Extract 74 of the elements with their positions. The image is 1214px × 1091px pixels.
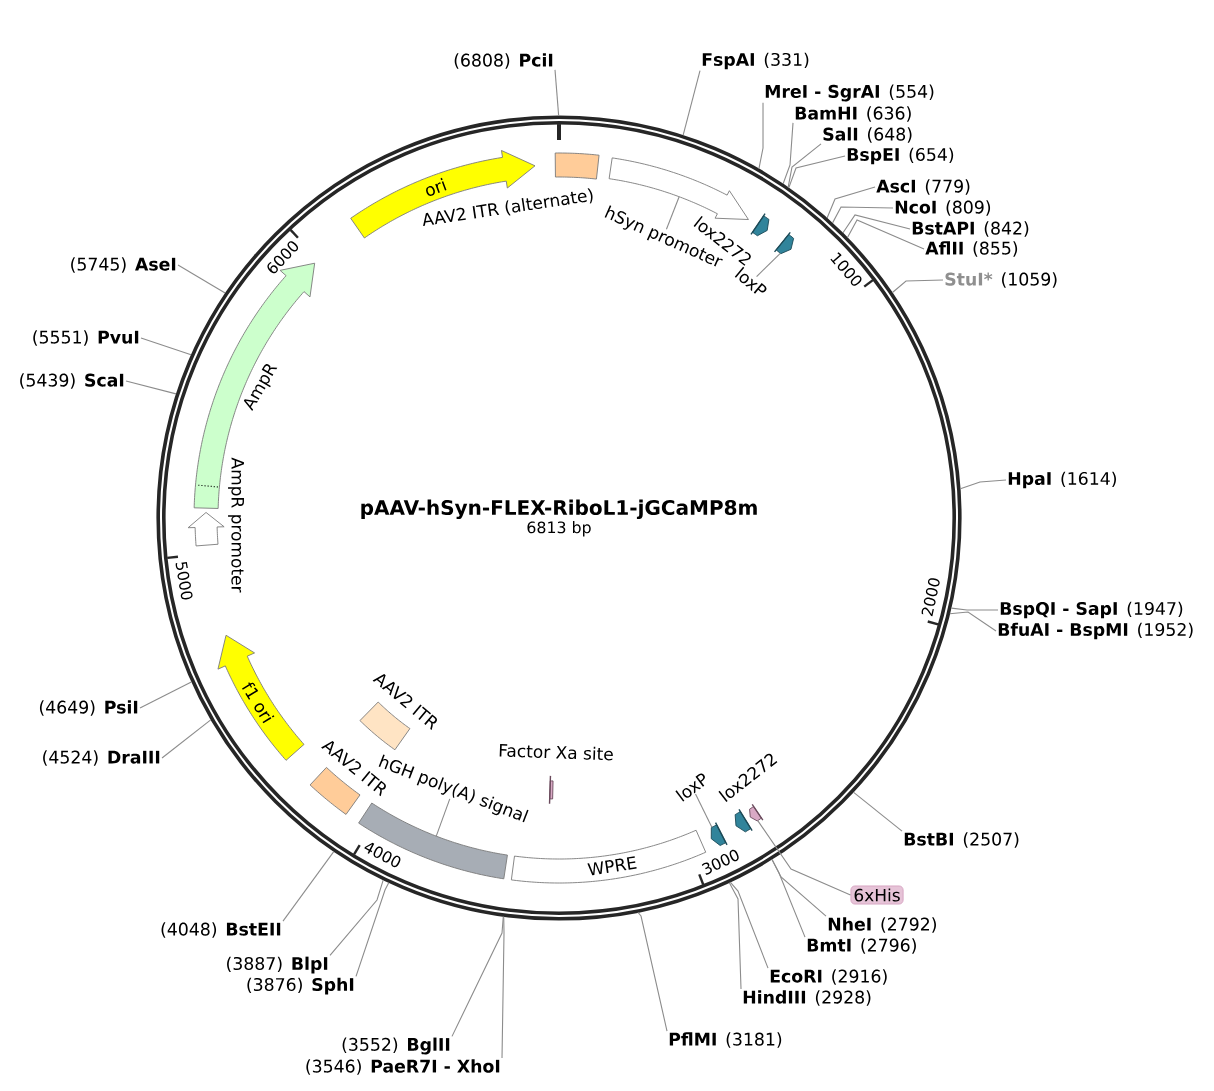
site-label: (4649) PsiI — [39, 700, 138, 716]
leader-line — [788, 155, 846, 189]
site-label: BstBI (2507) — [904, 832, 1019, 848]
leader-line — [139, 681, 192, 709]
site-label: BspEI (654) — [847, 147, 954, 165]
feature-tag: 6xHis — [850, 885, 904, 905]
leader-line — [451, 916, 504, 1037]
tick-label: 2000 — [921, 578, 940, 617]
site-label: NcoI (809) — [895, 200, 991, 216]
site-label: NheI (2792) — [828, 917, 936, 933]
site-label: PflMI (3181) — [669, 1032, 782, 1048]
site-label: FspAI (331) — [702, 52, 809, 70]
site-label: BfuAI - BspMI (1952) — [998, 622, 1193, 640]
site-label: (3887) BlpI — [227, 956, 328, 974]
leader-line — [787, 143, 822, 188]
tick-label: 4000 — [364, 842, 401, 868]
site-label: (4048) BstEII — [161, 922, 281, 938]
site-label: BstAPI (842) — [912, 221, 1029, 237]
site-label: EcoRI (2916) — [770, 969, 887, 985]
site-label: (3546) PaeR7I - XhoI — [306, 1059, 500, 1075]
leader-line — [355, 882, 390, 977]
site-label: BamHI (636) — [795, 106, 911, 122]
feature-segment — [773, 231, 795, 255]
leader-line — [282, 851, 335, 922]
feature-segment — [749, 803, 764, 822]
site-label: SalI (648) — [823, 127, 912, 143]
leader-line — [959, 479, 1007, 490]
leader-line — [950, 607, 999, 611]
site-label: (6808) PciI — [454, 53, 553, 69]
leader-line — [853, 791, 903, 832]
leader-line — [161, 719, 212, 759]
site-label: AflII (855) — [925, 241, 1018, 257]
site-label: BmtI (2796) — [807, 938, 916, 954]
leader-line — [771, 859, 806, 938]
site-label: (3876) SphI — [247, 977, 354, 995]
feature-label: loxP — [734, 266, 767, 294]
leader-line — [949, 611, 997, 632]
site-label: BspQI - SapI (1947) — [1000, 601, 1183, 619]
leader-line — [329, 879, 384, 956]
leader-line — [140, 337, 192, 356]
leader-line — [757, 820, 852, 896]
site-label: AscI (779) — [876, 179, 970, 195]
leader-line — [846, 219, 925, 250]
leader-line — [826, 186, 876, 219]
tick-label: 5000 — [175, 561, 193, 600]
leader-line — [842, 214, 911, 234]
leader-line — [758, 102, 764, 170]
leader-line — [665, 196, 680, 230]
leader-line — [554, 69, 560, 116]
leader-line — [756, 252, 781, 278]
site-label: StuI* (1059) — [945, 272, 1057, 288]
leader-line — [637, 911, 668, 1032]
leader-line — [729, 881, 769, 969]
leader-line — [501, 916, 505, 1059]
feature-segment — [710, 821, 728, 846]
leader-line — [728, 882, 742, 990]
node-label: Factor Xa site — [499, 744, 613, 761]
site-label: HindIII (2928) — [743, 990, 871, 1006]
site-label: (5745) AseI — [71, 257, 176, 273]
leader-line — [891, 279, 944, 294]
leader-line — [782, 122, 794, 185]
site-label: MreI - SgrAI (554) — [765, 84, 934, 102]
leader-line — [682, 70, 701, 136]
site-label: (5439) ScaI — [20, 373, 124, 389]
leader-line — [435, 798, 451, 837]
site-label: (5551) PvuI — [33, 330, 139, 346]
site-label: HpaI (1614) — [1008, 471, 1116, 489]
site-label: (4524) DraIII — [43, 750, 160, 766]
feature-segment: f1 ori — [217, 634, 305, 761]
leader-line — [694, 793, 713, 828]
leader-line — [177, 264, 226, 294]
leader-line — [125, 380, 177, 395]
leader-line — [832, 206, 894, 224]
site-label: (3552) BglII — [342, 1037, 450, 1055]
